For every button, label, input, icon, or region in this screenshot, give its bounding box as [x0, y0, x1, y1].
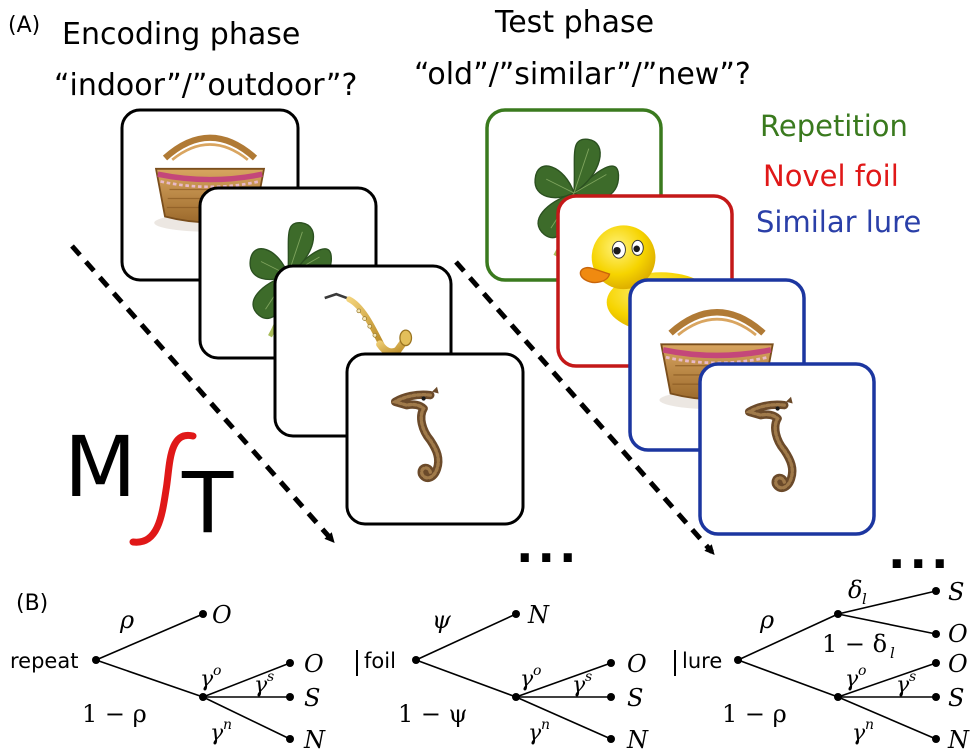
test-phase-title: Test phase — [494, 5, 654, 40]
encoding-card-4 — [345, 352, 525, 526]
panel-b-label: (B) — [16, 591, 48, 616]
svg-text:γ: γ — [852, 721, 866, 746]
svg-text:M: M — [64, 418, 136, 516]
tree-lure-lower-prob: 1 − ρ — [722, 700, 787, 728]
svg-text:s: s — [909, 669, 916, 685]
encoding-phase-title: Encoding phase — [62, 17, 300, 52]
svg-text:γ: γ — [528, 721, 542, 746]
tree-foil-upper-prob: ψ — [432, 606, 452, 634]
tree-foil-gamma-s: γ s — [572, 669, 592, 698]
svg-text:T: T — [181, 454, 234, 552]
tree-repeat-gamma-o: γ o — [200, 663, 221, 692]
tree-lure-upper-prob: ρ — [759, 606, 774, 634]
encoding-sequence-arrow — [70, 244, 335, 543]
encoding-phase-question: “indoor”/”outdoor”? — [54, 68, 357, 103]
svg-text:γ: γ — [896, 673, 910, 698]
svg-text:o: o — [858, 663, 866, 679]
tree-lure-one-minus-delta: 1 − δ l — [822, 630, 895, 662]
tree-repeat-upper-leaf: O — [212, 601, 232, 629]
tree-repeat-gamma-n: γ n — [210, 717, 232, 746]
tree-foil — [415, 613, 612, 740]
tree-lure-root: lure — [682, 649, 722, 673]
tree-lure-leaf-s-upper: S — [948, 578, 964, 606]
legend-similar-lure: Similar lure — [756, 205, 921, 239]
svg-text:γ: γ — [572, 673, 586, 698]
svg-text:n: n — [865, 717, 874, 733]
mst-logo: M T — [64, 418, 234, 552]
tree-lure-leaf-o-upper: O — [948, 620, 968, 648]
svg-text:γ: γ — [210, 721, 224, 746]
tree-foil-leaf-n: N — [626, 726, 649, 752]
svg-text:n: n — [223, 717, 232, 733]
svg-text:o: o — [533, 663, 541, 679]
svg-text:o: o — [213, 663, 221, 679]
svg-text:l: l — [862, 590, 867, 608]
test-sequence-arrow — [454, 260, 715, 555]
tree-lure-leaf-s: S — [948, 684, 964, 712]
tree-lure-gamma-o: γ o — [845, 663, 866, 692]
tree-lure-gamma-n: γ n — [852, 717, 874, 746]
svg-text:γ: γ — [520, 667, 534, 692]
tree-lure — [737, 590, 937, 740]
tree-repeat-leaf-n: N — [303, 726, 326, 752]
tree-repeat-root: repeat — [10, 649, 78, 673]
tree-repeat-gamma-s: γ s — [254, 669, 274, 698]
tree-foil-gamma-n: γ n — [528, 717, 550, 746]
svg-text:1 − δ: 1 − δ — [822, 630, 887, 658]
tree-lure-leaf-n: N — [947, 726, 970, 752]
tree-lure-gamma-s: γ s — [896, 669, 916, 698]
encoding-ellipsis: ... — [516, 519, 580, 573]
tree-foil-lower-prob: 1 − ψ — [398, 700, 467, 728]
svg-text:γ: γ — [845, 667, 859, 692]
tree-repeat-leaf-o: O — [304, 650, 324, 678]
tree-lure-nodes — [734, 587, 940, 743]
tree-lure-delta: δ l — [848, 576, 867, 608]
tree-foil-root: foil — [364, 649, 396, 673]
svg-text:s: s — [585, 669, 592, 685]
tree-foil-leaf-o: O — [627, 650, 647, 678]
test-phase-question: “old”/”similar”/”new”? — [414, 57, 751, 92]
svg-text:γ: γ — [254, 673, 268, 698]
svg-text:s: s — [267, 669, 274, 685]
tree-foil-leaf-s: S — [627, 684, 643, 712]
tree-repeat-nodes — [92, 610, 294, 743]
legend-repetition: Repetition — [760, 109, 908, 143]
tree-foil-upper-leaf: N — [527, 601, 550, 629]
tree-foil-gamma-o: γ o — [520, 663, 541, 692]
panel-a-label: (A) — [8, 13, 40, 38]
svg-text:n: n — [541, 717, 550, 733]
tree-lure-leaf-o: O — [948, 650, 968, 678]
svg-text:δ: δ — [848, 576, 862, 604]
test-card-lure-seahorse — [698, 362, 876, 536]
tree-repeat-leaf-s: S — [304, 684, 320, 712]
svg-text:l: l — [890, 644, 895, 662]
tree-repeat-lower-prob: 1 − ρ — [82, 700, 147, 728]
tree-foil-nodes — [412, 610, 615, 743]
test-ellipsis: ... — [888, 525, 952, 579]
legend-novel-foil: Novel foil — [763, 159, 899, 193]
tree-repeat-upper-prob: ρ — [119, 606, 134, 634]
svg-text:γ: γ — [200, 667, 214, 692]
tree-repeat — [95, 613, 291, 740]
